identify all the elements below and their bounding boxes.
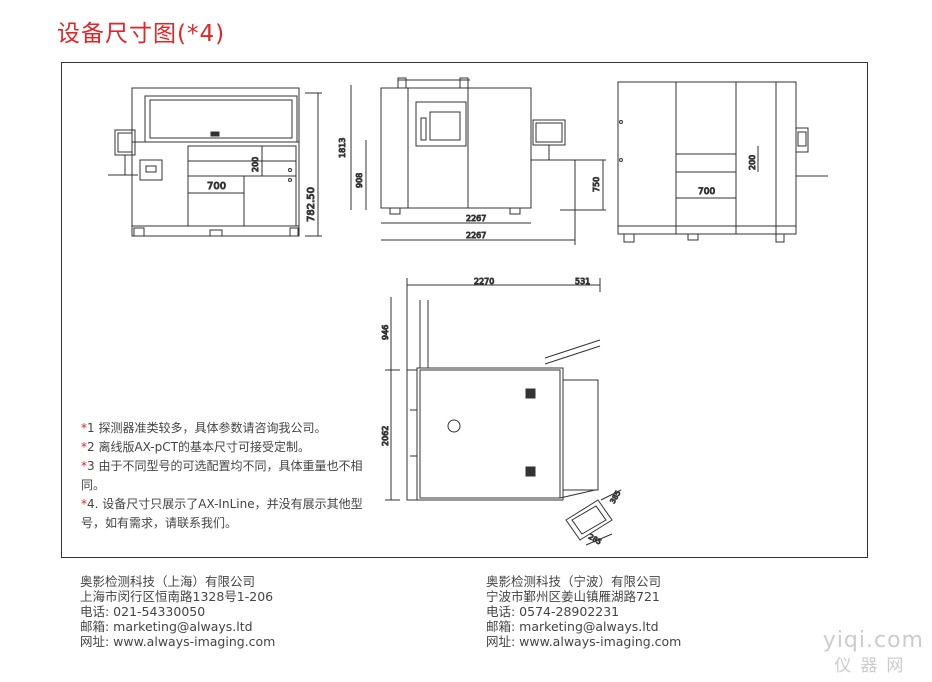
contact-ningbo: 奥影检测科技（宁波）有限公司 宁波市鄞州区姜山镇雁湖路721 电话: 0574-… [486,574,681,649]
side-view [350,77,606,245]
watermark-logo: yiqi.com 仪器网 [822,628,924,676]
company-phone: 电话: 0574-28902231 [486,604,620,619]
note-3: *3 由于不同型号的可选配置均不同，具体重量也不相同。 [81,459,363,492]
drawing-frame [61,62,868,558]
notes-block: *1 探测器准类较多，具体参数请咨询我公司。 *2 离线版AX-pCT的基本尺寸… [81,419,366,533]
side-height-label: 908 [355,173,364,188]
back-view [617,81,828,243]
front-height-label: 782.50 [306,187,317,222]
front-width-label: 700 [207,181,226,192]
back-width-label: 700 [698,187,715,197]
front-small-height-label: 200 [251,157,260,172]
page-title: 设备尺寸图(*4) [57,21,226,47]
company-email: 邮箱: marketing@always.ltd [486,619,659,634]
top-depth-label: 2062 [381,426,390,446]
back-small-height-label: 200 [748,155,757,170]
company-address: 宁波市鄞州区姜山镇雁湖路721 [486,589,660,604]
company-name: 奥影检测科技（上海）有限公司 [80,574,256,589]
note-2: *2 离线版AX-pCT的基本尺寸可接受定制。 [81,440,310,454]
top-door-depth-label: 946 [381,325,390,340]
side-total-width-label: 2267 [466,231,486,240]
top-console-b-label: 285 [587,533,603,547]
side-total-height-label: 1813 [338,138,347,158]
company-address: 上海市闵行区恒南路1328号1-206 [80,589,274,604]
company-website: 网址: www.always-imaging.com [80,634,276,649]
company-website: 网址: www.always-imaging.com [486,634,682,649]
side-monitor-height-label: 750 [592,177,601,192]
side-base-width-label: 2267 [466,214,486,223]
top-ext-width-label: 531 [575,277,590,286]
front-view [108,87,322,237]
contact-shanghai: 奥影检测科技（上海）有限公司 上海市闵行区恒南路1328号1-206 电话: 0… [80,574,275,649]
top-view [385,278,622,546]
company-name: 奥影检测科技（宁波）有限公司 [486,574,662,589]
note-1: *1 探测器准类较多，具体参数请咨询我公司。 [81,421,327,435]
top-console-a-label: 385 [609,489,623,505]
top-width-label: 2270 [474,277,494,286]
company-phone: 电话: 021-54330050 [80,604,206,619]
company-email: 邮箱: marketing@always.ltd [80,619,253,634]
note-4: *4. 设备尺寸只展示了AX-InLine，并没有展示其他型号，如有需求，请联系… [81,497,363,530]
